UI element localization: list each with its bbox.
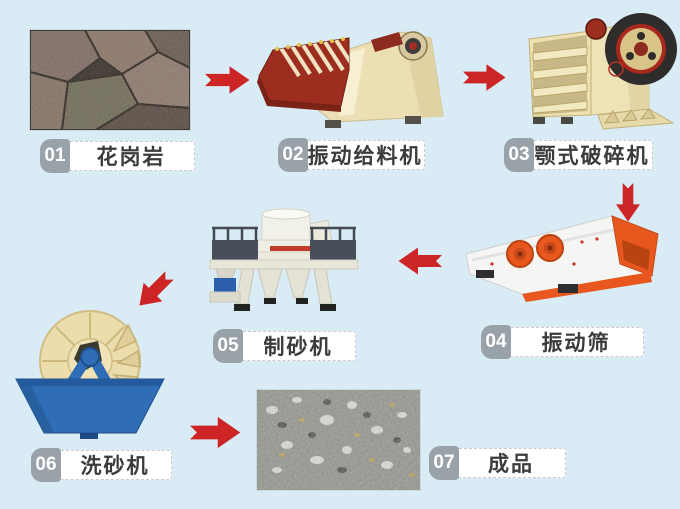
flow-arrow-02-03 — [463, 61, 507, 94]
step-label-text: 成品 — [456, 448, 566, 478]
step-number-badge: 01 — [40, 139, 70, 173]
flow-arrow-04-05 — [397, 246, 442, 276]
granite-rocks-photo — [30, 30, 190, 130]
step-number-badge: 06 — [31, 448, 61, 482]
arrow-down-icon — [616, 183, 640, 222]
step-label-text: 振动给料机 — [305, 140, 425, 170]
finished-sand-photo — [257, 390, 420, 490]
vibrating-screen-illustration — [462, 212, 670, 307]
arrow-right-icon — [190, 416, 241, 449]
flow-arrow-03-04 — [608, 176, 648, 230]
step-number-badge: 07 — [429, 446, 459, 480]
step-label-text: 花岗岩 — [67, 141, 195, 171]
step-number-badge: 05 — [213, 329, 243, 363]
step-label-05: 05 制砂机 — [213, 329, 356, 363]
step-label-02: 02 振动给料机 — [278, 138, 425, 172]
arrow-down-left-icon — [139, 271, 174, 306]
flow-arrow-05-06 — [130, 268, 178, 314]
flow-arrow-06-07 — [190, 415, 242, 450]
step-number-badge: 02 — [278, 138, 308, 172]
step-label-06: 06 洗砂机 — [31, 448, 172, 482]
arrow-left-icon — [398, 247, 442, 275]
flow-arrow-01-02 — [205, 63, 251, 97]
step-label-text: 振动筛 — [508, 327, 644, 357]
step-label-04: 04 振动筛 — [481, 325, 644, 359]
step-number-badge: 03 — [504, 138, 534, 172]
arrow-right-icon — [205, 66, 250, 94]
vibrating-feeder-illustration — [253, 18, 451, 136]
arrow-right-icon — [463, 64, 506, 91]
step-label-text: 颚式破碎机 — [531, 140, 653, 170]
step-label-text: 制砂机 — [240, 331, 356, 361]
sand-washer-illustration — [10, 305, 170, 443]
sand-making-machine-illustration — [198, 206, 370, 326]
step-label-01: 01 花岗岩 — [40, 139, 195, 173]
jaw-crusher-illustration — [503, 5, 680, 140]
step-number-badge: 04 — [481, 325, 511, 359]
step-label-text: 洗砂机 — [58, 450, 172, 480]
step-label-07: 07 成品 — [429, 446, 566, 480]
step-label-03: 03 颚式破碎机 — [504, 138, 653, 172]
